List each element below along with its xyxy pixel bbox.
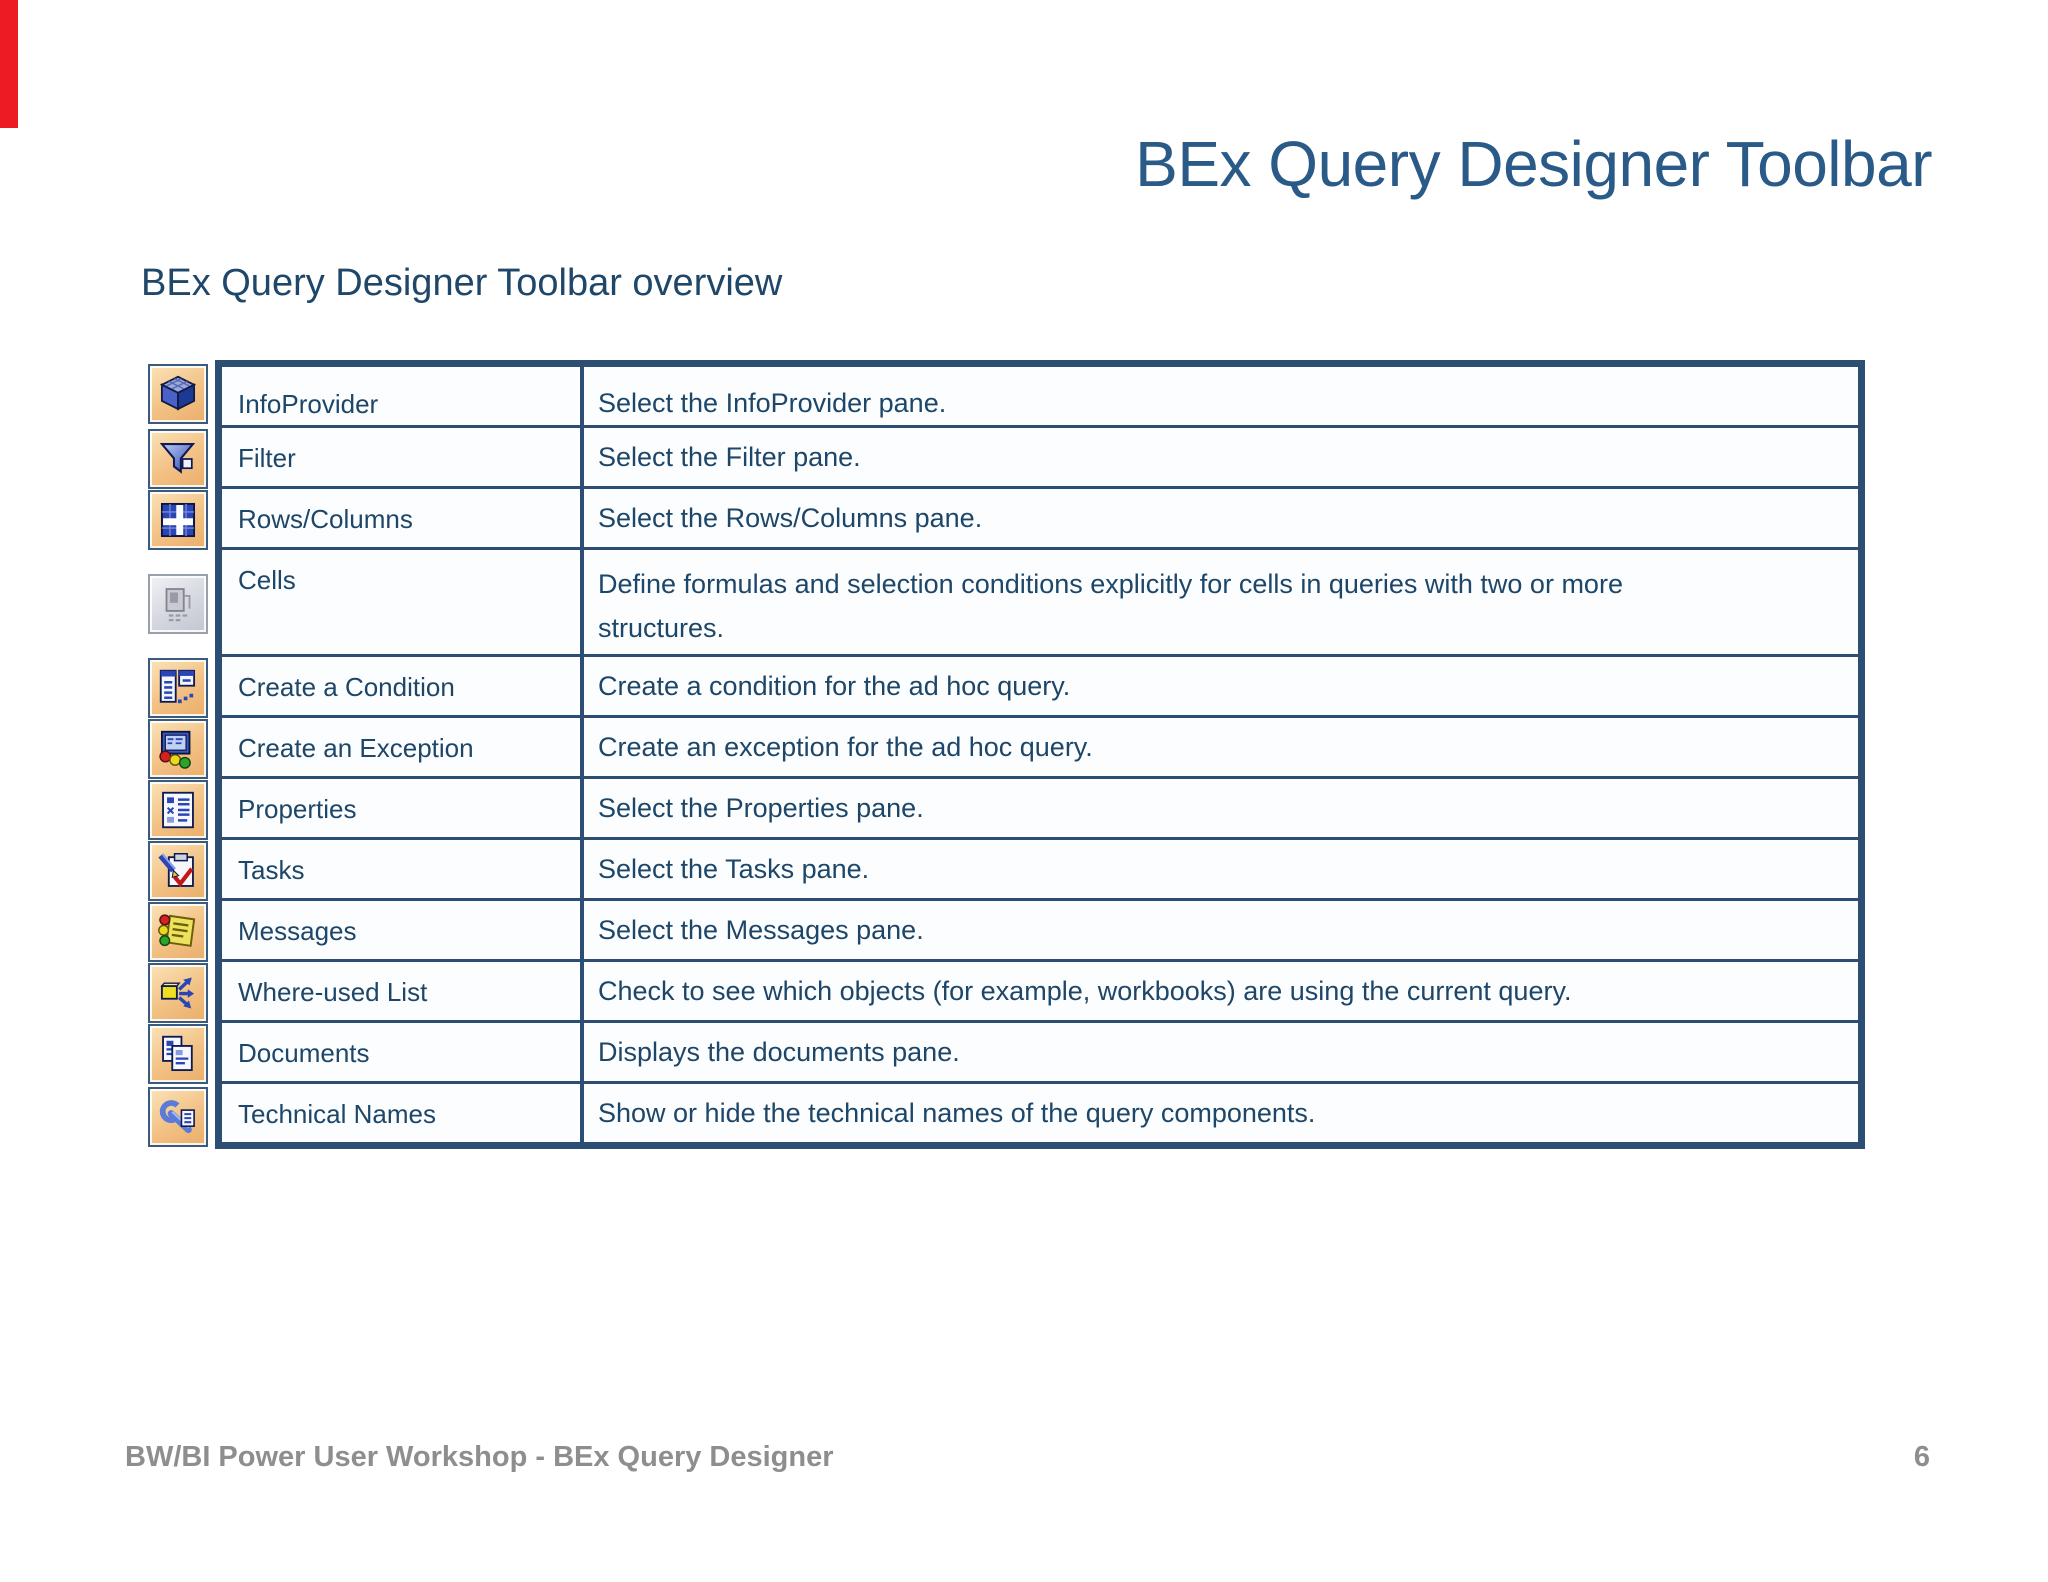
red-accent-bar [0, 0, 18, 128]
slide-subtitle: BEx Query Designer Toolbar overview [141, 262, 783, 304]
tool-name-cell: Cells [215, 550, 584, 657]
tool-description-cell: Create a condition for the ad hoc query. [584, 657, 1865, 718]
tool-name-cell: Filter [215, 428, 584, 489]
tool-name-cell: Messages [215, 901, 584, 962]
infoprovider-cube-icon [147, 364, 208, 424]
icon-cell [140, 840, 215, 901]
icon-cell [140, 779, 215, 840]
tool-description-cell: Select the Rows/Columns pane. [584, 489, 1865, 550]
tool-name-cell: Tasks [215, 840, 584, 901]
tool-description-cell: Select the Messages pane. [584, 901, 1865, 962]
tool-name-cell: Create a Condition [215, 657, 584, 718]
properties-icon [147, 779, 208, 840]
page-number: 6 [1913, 1441, 1930, 1473]
icon-cell [140, 657, 215, 718]
icon-cell [140, 360, 215, 428]
icon-cell [140, 962, 215, 1023]
messages-icon [147, 901, 208, 962]
documents-icon [147, 1023, 208, 1084]
icon-cell [140, 901, 215, 962]
tasks-icon [147, 840, 208, 901]
icon-cell [140, 1023, 215, 1084]
tool-description-cell: Select the Tasks pane. [584, 840, 1865, 901]
rows-columns-grid-icon [147, 489, 208, 550]
where-used-list-icon [147, 962, 208, 1023]
icon-cell [140, 1084, 215, 1149]
cells-disabled-icon [147, 573, 208, 634]
tool-description-cell: Select the Filter pane. [584, 428, 1865, 489]
tool-name-cell: Technical Names [215, 1084, 584, 1149]
footer-text: BW/BI Power User Workshop - BEx Query De… [125, 1441, 834, 1473]
tool-name-cell: InfoProvider [215, 360, 584, 428]
page-title: BEx Query Designer Toolbar [1135, 128, 1932, 200]
filter-funnel-icon [147, 428, 208, 489]
tool-name-cell: Create an Exception [215, 718, 584, 779]
icon-cell [140, 428, 215, 489]
tool-description-cell: Select the InfoProvider pane. [584, 360, 1865, 428]
icon-cell [140, 718, 215, 779]
create-exception-icon [147, 718, 208, 779]
icon-cell [140, 550, 215, 657]
tool-description-cell: Show or hide the technical names of the … [584, 1084, 1865, 1149]
tool-description-cell: Check to see which objects (for example,… [584, 962, 1865, 1023]
tool-name-cell: Where-used List [215, 962, 584, 1023]
tool-description-cell: Select the Properties pane. [584, 779, 1865, 840]
tool-name-cell: Properties [215, 779, 584, 840]
tool-name-cell: Documents [215, 1023, 584, 1084]
create-condition-icon [147, 657, 208, 718]
icon-cell [140, 489, 215, 550]
tool-description-cell: Displays the documents pane. [584, 1023, 1865, 1084]
tool-name-cell: Rows/Columns [215, 489, 584, 550]
technical-names-icon [147, 1086, 208, 1147]
tool-description-cell: Define formulas and selection conditions… [584, 550, 1865, 657]
tool-description-cell: Create an exception for the ad hoc query… [584, 718, 1865, 779]
